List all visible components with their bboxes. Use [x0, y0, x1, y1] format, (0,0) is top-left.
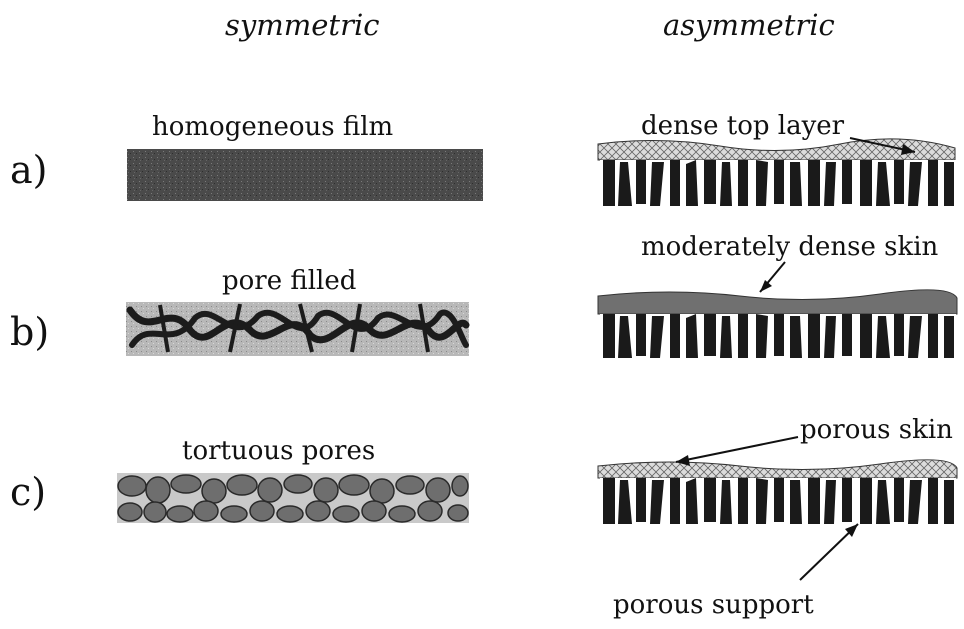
asymmetric-membrane-b: [598, 290, 957, 360]
homogeneous-film-bar: [127, 149, 483, 201]
asymmetric-membrane-c: [598, 460, 957, 526]
porous-skin-arrow: [676, 437, 798, 462]
pore-filled-bar: [126, 302, 469, 356]
tortuous-pores-bar: [117, 473, 469, 523]
